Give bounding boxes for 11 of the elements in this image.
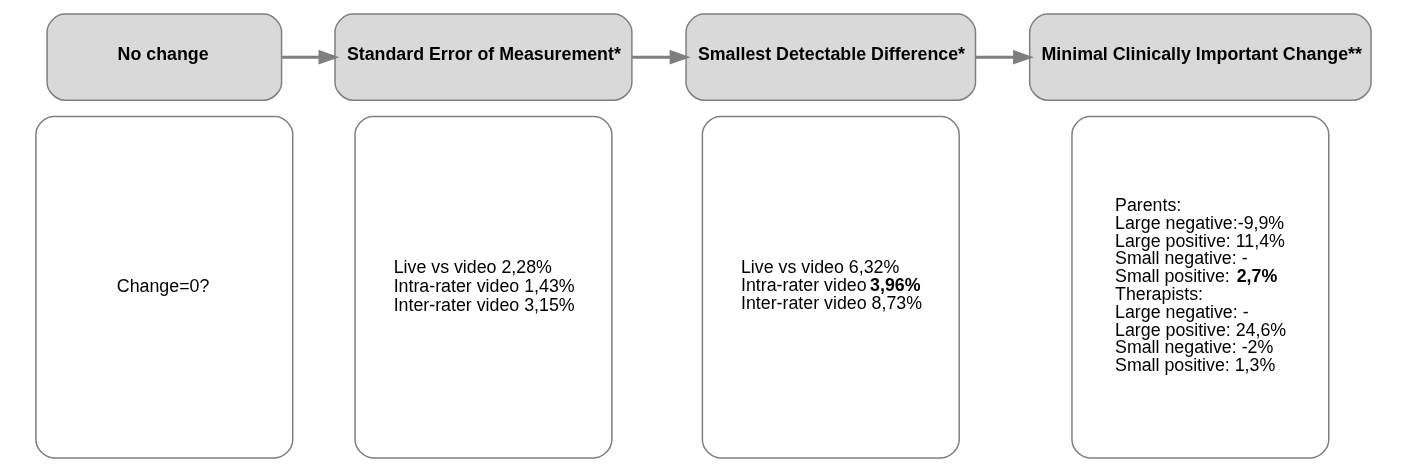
node-box: Live vs video 2,28% Intra-rater video 1,43% Inter-rater video 3,15% <box>354 115 613 459</box>
node-box: Parents: Large negative:-9,9% Large positive: 11,4% Small negative: - Small positive: 2,7% Therapists: Large negative: - Large positive: 24,6% Small negative: -2% Small positive: 1,3% <box>1071 115 1330 459</box>
arrow <box>632 49 691 65</box>
arrow <box>975 49 1034 65</box>
arrow <box>282 49 340 65</box>
node-box: Live vs video 6,32% Intra-rater video 3,96% Inter-rater video 8,73% <box>701 115 960 459</box>
node-box: Minimal Clinically Important Change** <box>1028 13 1372 101</box>
node-box: Smallest Detectable Difference* <box>685 13 977 101</box>
node-box: No change <box>46 13 283 101</box>
node-box: Standard Error of Measurement* <box>334 13 633 101</box>
node-box: Change=0? <box>35 115 294 459</box>
